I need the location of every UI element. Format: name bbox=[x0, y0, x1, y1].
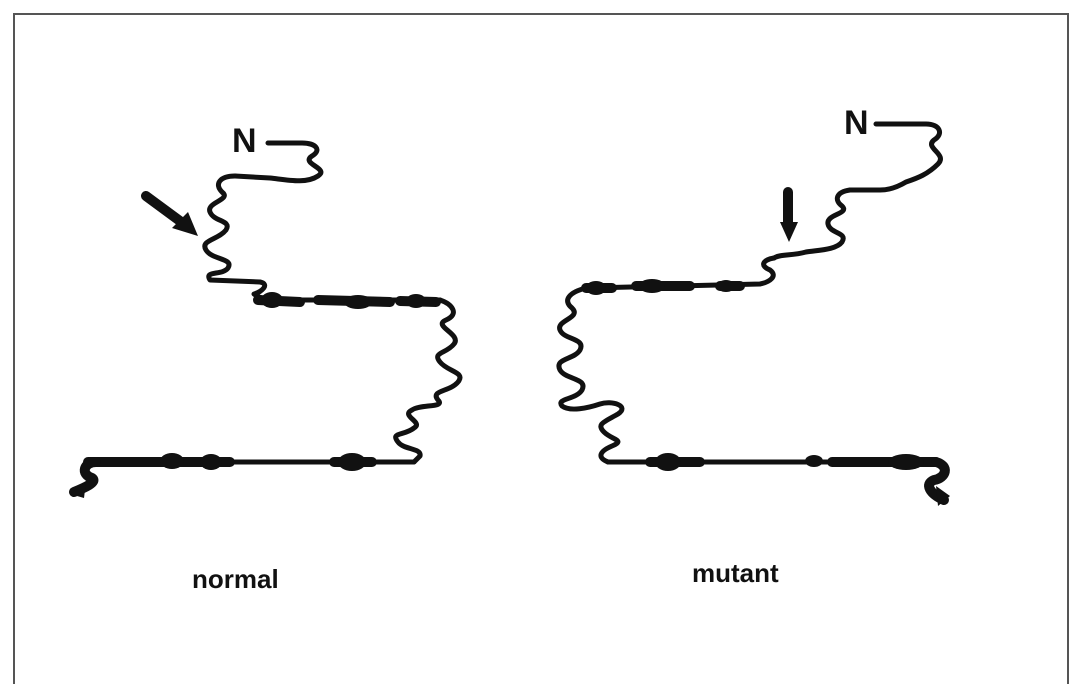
bead-normal-4 bbox=[160, 453, 184, 469]
n-terminal-segment-mutant bbox=[847, 121, 943, 193]
normal-structure: N normal bbox=[69, 122, 463, 594]
c-terminal-curl-mutant bbox=[924, 457, 950, 505]
mutation-arrow-head-normal bbox=[172, 212, 198, 236]
mutation-arrow-normal bbox=[141, 191, 189, 229]
caption-mutant: mutant bbox=[692, 558, 779, 588]
bead-mutant-1 bbox=[586, 281, 606, 295]
caption-normal: normal bbox=[192, 564, 279, 594]
n-terminal-segment-normal bbox=[232, 140, 324, 184]
bead-mutant-3 bbox=[717, 280, 735, 292]
lower-helix-mutant bbox=[556, 285, 625, 465]
bead-normal-1 bbox=[261, 292, 283, 308]
mutation-arrow-head-mutant bbox=[780, 222, 798, 242]
bead-mutant-4 bbox=[655, 453, 681, 471]
c-terminal-tip-normal bbox=[70, 482, 86, 498]
n-terminus-label-mutant: N bbox=[844, 104, 869, 142]
upper-helix-normal bbox=[202, 173, 263, 285]
bead-mutant-6 bbox=[888, 454, 924, 470]
bead-normal-6 bbox=[338, 453, 366, 471]
upper-helix-mutant bbox=[771, 187, 853, 261]
c-terminal-tip-mutant bbox=[936, 486, 950, 506]
bead-normal-5 bbox=[200, 454, 222, 470]
bead-normal-2 bbox=[344, 295, 372, 309]
bead-normal-3 bbox=[406, 294, 426, 308]
figure-frame bbox=[13, 13, 1069, 684]
n-terminus-label-normal: N bbox=[232, 122, 257, 160]
lower-helix-normal bbox=[393, 297, 463, 465]
mutant-structure: N mutant bbox=[556, 104, 950, 588]
middle-strand-mutant bbox=[587, 255, 777, 291]
bead-mutant-2 bbox=[639, 279, 665, 293]
bead-mutant-5 bbox=[805, 455, 823, 467]
